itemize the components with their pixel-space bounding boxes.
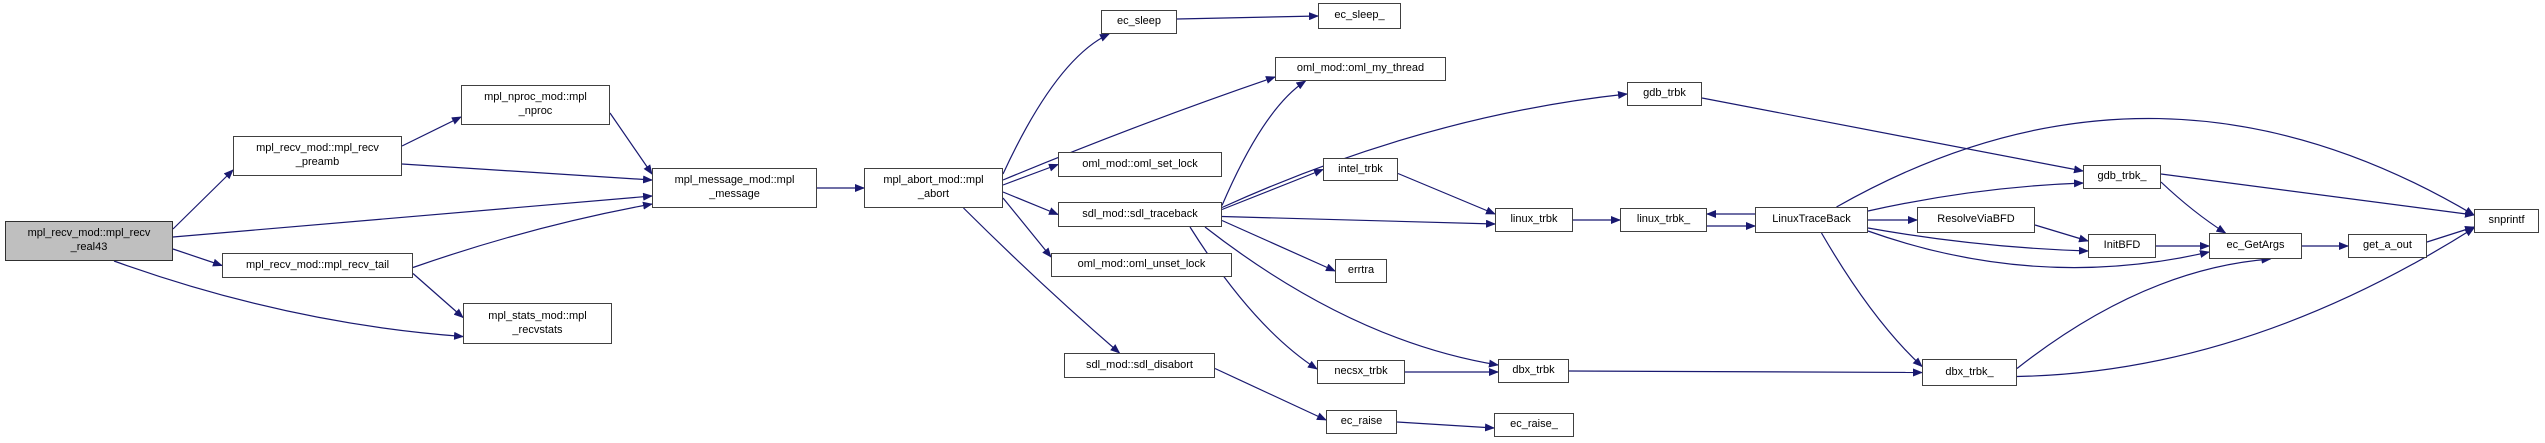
edge-tail-to-message (412, 201, 653, 269)
edge-sdl_traceback-to-necsx_trbk (1189, 226, 1318, 370)
graph-node-sdl_disabort[interactable]: sdl_mod::sdl_disabort (1064, 353, 1215, 378)
graph-node-ResolveViaBFD[interactable]: ResolveViaBFD (1917, 207, 2035, 233)
edge-LinuxTraceBack-to-ec_GetArgs (1867, 230, 2210, 269)
edge-tail-to-recvstats (412, 273, 464, 319)
edge-nproc-to-message (609, 112, 653, 175)
edge-ec_sleep-to-ec_sleep_ (1176, 12, 1319, 21)
edge-abort-to-oml_unset_lock (1002, 197, 1052, 258)
edge-sdl_traceback-to-dbx_trbk (1204, 226, 1499, 368)
edge-LinuxTraceBack-to-dbx_trbk_ (1820, 232, 1923, 368)
graph-node-oml_set_lock[interactable]: oml_mod::oml_set_lock (1058, 152, 1222, 177)
graph-node-errtra[interactable]: errtra (1335, 259, 1387, 283)
edge-abort-to-sdl_traceback (1002, 191, 1059, 216)
edge-LinuxTraceBack-to-gdb_trbk_ (1867, 179, 2084, 212)
graph-node-linux_trbk_[interactable]: linux_trbk_ (1620, 208, 1707, 232)
graph-node-nproc[interactable]: mpl_nproc_mod::mpl _nproc (461, 85, 610, 125)
edge-real43-to-preamb (172, 169, 234, 230)
graph-node-get_a_out[interactable]: get_a_out (2348, 234, 2427, 258)
graph-node-linux_trbk[interactable]: linux_trbk (1495, 208, 1573, 232)
edge-preamb-to-message (401, 163, 653, 184)
edge-real43-to-recvstats (113, 260, 464, 340)
graph-node-oml_my_thread[interactable]: oml_mod::oml_my_thread (1275, 57, 1446, 81)
graph-node-ec_raise[interactable]: ec_raise (1326, 410, 1397, 434)
edge-abort-to-ec_sleep (1002, 33, 1110, 175)
edge-ResolveViaBFD-to-InitBFD (2034, 224, 2089, 243)
graph-node-ec_sleep_[interactable]: ec_sleep_ (1318, 3, 1401, 29)
edge-preamb-to-nproc (401, 116, 462, 147)
edge-LinuxTraceBack-to-InitBFD (1867, 227, 2089, 255)
edge-gdb_trbk_-to-ec_GetArgs (2160, 181, 2227, 234)
edge-abort-to-sdl_disabort (963, 207, 1121, 354)
graph-node-necsx_trbk[interactable]: necsx_trbk (1317, 360, 1405, 384)
edge-dbx_trbk-to-dbx_trbk_ (1568, 368, 1923, 377)
graph-node-dbx_trbk[interactable]: dbx_trbk (1498, 359, 1569, 383)
graph-node-dbx_trbk_[interactable]: dbx_trbk_ (1922, 359, 2017, 386)
edge-sdl_traceback-to-linux_trbk (1221, 215, 1496, 228)
edge-intel_trbk-to-linux_trbk (1397, 172, 1496, 215)
edge-LinuxTraceBack-to-snprintf (1836, 117, 2475, 216)
edge-ec_raise-to-ec_raise_ (1396, 421, 1495, 432)
edge-abort-to-oml_my_thread (1002, 76, 1276, 181)
graph-node-InitBFD[interactable]: InitBFD (2088, 234, 2156, 258)
graph-node-abort[interactable]: mpl_abort_mod::mpl _abort (864, 168, 1003, 208)
edge-dbx_trbk_-to-ec_GetArgs (2016, 255, 2272, 369)
edge-gdb_trbk-to-gdb_trbk_ (1701, 97, 2084, 174)
graph-node-real43: mpl_recv_mod::mpl_recv _real43 (5, 221, 173, 261)
edge-dbx_trbk_-to-snprintf (2016, 227, 2475, 378)
graph-node-message[interactable]: mpl_message_mod::mpl _message (652, 168, 817, 208)
edge-sdl_traceback-to-oml_my_thread (1221, 80, 1307, 206)
edge-gdb_trbk_-to-snprintf (2160, 173, 2475, 218)
edge-get_a_out-to-snprintf (2426, 225, 2475, 243)
edge-sdl_traceback-to-errtra (1221, 219, 1336, 272)
edge-sdl_traceback-to-intel_trbk (1221, 168, 1324, 211)
edge-sdl_disabort-to-ec_raise (1214, 367, 1327, 421)
graph-node-gdb_trbk[interactable]: gdb_trbk (1627, 82, 1702, 106)
graph-node-sdl_traceback[interactable]: sdl_mod::sdl_traceback (1058, 202, 1222, 227)
edge-real43-to-message (172, 192, 653, 238)
graph-node-LinuxTraceBack[interactable]: LinuxTraceBack (1755, 207, 1868, 233)
edge-real43-to-tail (172, 248, 223, 267)
graph-node-preamb[interactable]: mpl_recv_mod::mpl_recv _preamb (233, 136, 402, 176)
graph-node-recvstats[interactable]: mpl_stats_mod::mpl _recvstats (463, 303, 612, 344)
graph-node-oml_unset_lock[interactable]: oml_mod::oml_unset_lock (1051, 253, 1232, 277)
graph-node-intel_trbk[interactable]: intel_trbk (1323, 158, 1398, 181)
edge-abort-to-oml_set_lock (1002, 163, 1059, 186)
graph-node-ec_GetArgs[interactable]: ec_GetArgs (2209, 233, 2302, 259)
edge-sdl_traceback-to-gdb_trbk (1221, 90, 1628, 209)
graph-node-ec_raise_[interactable]: ec_raise_ (1494, 413, 1574, 437)
graph-node-ec_sleep[interactable]: ec_sleep (1101, 10, 1177, 34)
graph-node-snprintf[interactable]: snprintf (2474, 209, 2539, 233)
graph-node-tail[interactable]: mpl_recv_mod::mpl_recv_tail (222, 253, 413, 278)
graph-node-gdb_trbk_[interactable]: gdb_trbk_ (2083, 165, 2161, 189)
